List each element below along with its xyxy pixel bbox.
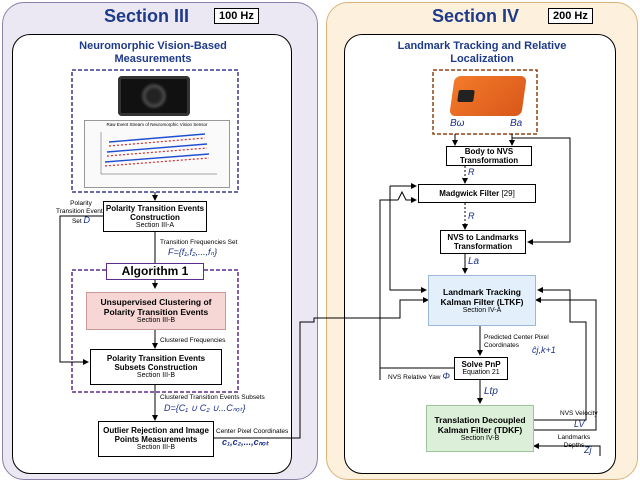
imu-frame: [432, 69, 538, 135]
depth-symbol: Zj: [584, 445, 592, 455]
section4-title: Section IV: [432, 6, 520, 26]
event-plot-caption: Raw Event Stream of Neuromorphic Vision …: [106, 122, 208, 127]
polarity-label: Polarity Transition Events Set D: [56, 200, 106, 226]
la-label: La: [468, 256, 480, 267]
yaw-label: NVS Relative Yaw Φ: [388, 372, 450, 382]
freq-formula: F={f₁,f₂,...,fₙ}: [168, 247, 218, 257]
yaw-label-text: NVS Relative Yaw: [388, 374, 441, 381]
cluster-subsets-label: Clustered Transition Events Subsets: [160, 394, 265, 401]
section3-inner-title: Neuromorphic Vision-Based Measurements: [79, 40, 227, 65]
predicted-label: Predicted Center Pixel Coordinates: [484, 334, 549, 349]
madgwick-title: Madgwick Filter: [439, 189, 500, 198]
outlier-box: Outlier Rejection and Image Points Measu…: [98, 421, 214, 457]
section4-rate: 200 Hz: [548, 8, 593, 24]
section3-title: Section III: [104, 6, 190, 26]
pnp-title: Solve PnP: [461, 360, 501, 369]
clustering-title: Unsupervised Clustering of Polarity Tran…: [100, 297, 212, 317]
outlier-title: Outlier Rejection and Image Points Measu…: [103, 426, 209, 444]
event-plot-dots: [100, 132, 217, 175]
tdkf-title: Translation Decoupled Kalman Filter (TDK…: [434, 414, 526, 435]
polarity-construction-box: Polarity Transition Events Construction …: [103, 201, 207, 232]
ltkf-title: Landmark Tracking Kalman Filter (LTKF): [440, 286, 524, 307]
predicted-symbol: ĉj,k+1: [532, 345, 556, 355]
clustering-sub: Section III-B: [136, 317, 176, 324]
event-stream-plot: Raw Event Stream of Neuromorphic Vision …: [84, 120, 230, 188]
ltkf-sub: Section IV-A: [462, 306, 502, 314]
center-label: Center Pixel Coordinates: [216, 428, 289, 435]
algorithm-title-box: Algorithm 1: [106, 263, 204, 280]
clustered-label: Clustered Frequencies: [160, 337, 226, 344]
body-nvs-title: Body to NVS Transformation: [459, 147, 519, 165]
body-nvs-box: Body to NVS Transformation: [446, 146, 532, 166]
r-label2: R: [468, 211, 475, 221]
ltp-label: Ltp: [484, 386, 498, 397]
tdkf-box: Translation Decoupled Kalman Filter (TDK…: [426, 405, 534, 452]
velocity-label: NVS Velocity: [560, 410, 598, 417]
velocity-symbol: LV: [574, 419, 585, 429]
polarity-label-text: Polarity Transition Events Set: [56, 200, 106, 225]
depth-label: Landmarks Depths: [557, 434, 591, 449]
section3-rate: 100 Hz: [214, 8, 259, 24]
cluster-subsets-formula: D={C₁ ∪ C₂ ∪...Cₙₒₜ}: [164, 403, 246, 413]
nvs-landmarks-box: NVS to Landmarks Transformation: [440, 230, 526, 254]
pnp-sub: Equation 21: [462, 369, 500, 376]
yaw-symbol: Φ: [442, 371, 450, 381]
subsets-sub: Section III-B: [136, 372, 176, 379]
camera-lens-icon: [140, 82, 168, 110]
imu-image: [449, 76, 527, 116]
box1-sub: Section III-A: [135, 221, 175, 229]
madgwick-box: Madgwick Filter [29]: [418, 184, 536, 203]
tdkf-sub: Section IV-B: [460, 434, 500, 442]
imu-connector-icon: [457, 90, 475, 102]
subsets-box: Polarity Transition Events Subsets Const…: [90, 349, 222, 385]
outlier-sub: Section III-B: [136, 444, 176, 451]
imu-b-a: Ba: [510, 118, 523, 129]
algorithm-title: Algorithm 1: [121, 264, 189, 278]
center-formula: c₁,c₂,...,cₙₒₜ: [222, 437, 269, 447]
subsets-title: Polarity Transition Events Subsets Const…: [106, 354, 206, 372]
imu-b-omega: Bω: [450, 118, 465, 129]
r-label1: R: [468, 167, 475, 177]
polarity-symbol: D: [83, 215, 91, 225]
box1-title: Polarity Transition Events Construction: [105, 203, 205, 222]
pnp-box: Solve PnP Equation 21: [454, 357, 508, 380]
nvs-landmarks-title: NVS to Landmarks Transformation: [447, 233, 519, 251]
section4-inner-title: Landmark Tracking and Relative Localizat…: [397, 40, 567, 65]
ltkf-box: Landmark Tracking Kalman Filter (LTKF) S…: [428, 275, 536, 326]
clustering-box: Unsupervised Clustering of Polarity Tran…: [86, 292, 226, 330]
madgwick-ref: [29]: [501, 189, 515, 198]
camera-image: [118, 76, 190, 116]
freq-label: Transition Frequencies Set: [160, 239, 238, 246]
